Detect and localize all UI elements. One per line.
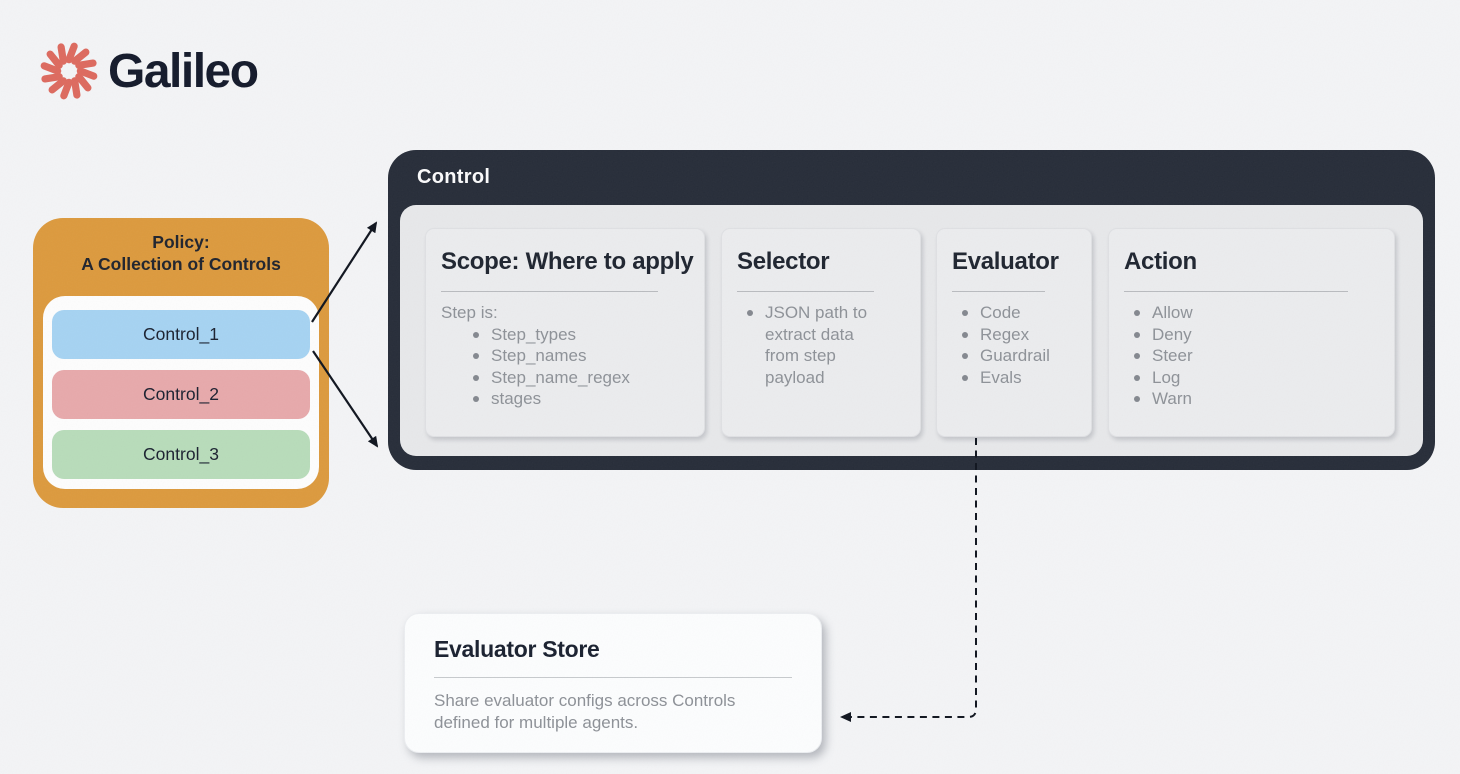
policy-title-line1: Policy: [152,232,210,252]
policy-controls-container: Control_1 Control_2 Control_3 [43,296,319,489]
action-bullet: Allow [1124,302,1384,324]
action-bullet: Deny [1124,324,1384,346]
policy-title-line2: A Collection of Controls [81,254,281,274]
control-3-label: Control_3 [143,444,219,464]
selector-card: Selector JSON path to extract data from … [721,228,921,437]
action-bullet: Log [1124,367,1384,389]
scope-intro: Step is: [441,303,498,322]
evaluator-bullet: Regex [952,324,1081,346]
control-1-label: Control_1 [143,324,219,344]
control-panel-title: Control [417,166,491,188]
dashed-arrow-evaluator-to-store [840,438,977,722]
evaluator-bullet-list: Code Regex Guardrail Evals [952,302,1081,388]
action-bullet-list: Allow Deny Steer Log Warn [1124,302,1384,410]
scope-card-divider [441,291,658,292]
evaluator-store-description: Share evaluator configs across Controls … [434,691,736,732]
control-2-label: Control_2 [143,384,219,404]
brand-wordmark: Galileo [108,44,259,98]
scope-bullet: stages [441,388,694,410]
evaluator-bullet: Code [952,302,1081,324]
scope-bullet: Step_name_regex [441,367,694,389]
policy-title: Policy: A Collection of Controls [43,231,319,275]
evaluator-bullet: Evals [952,367,1081,389]
evaluator-bullet: Guardrail [952,345,1081,367]
evaluator-card-title: Evaluator [952,248,1059,275]
selector-bullet: JSON path to extract data from step payl… [737,302,887,388]
control-2-pill: Control_2 [52,370,310,419]
selector-card-title: Selector [737,248,830,275]
scope-bullet: Step_names [441,345,694,367]
action-card-title: Action [1124,248,1197,275]
scope-bullet: Step_types [441,324,694,346]
galileo-spark-icon [36,42,102,104]
policy-box: Policy: A Collection of Controls Control… [33,218,329,508]
selector-card-divider [737,291,874,292]
action-card: Action Allow Deny Steer Log Warn [1108,228,1395,437]
galileo-logo: Galileo [36,38,259,104]
evaluator-card: Evaluator Code Regex Guardrail Evals [936,228,1092,437]
control-panel-body: Scope: Where to apply Step is: Step_type… [400,205,1423,456]
evaluator-store-box: Evaluator Store Share evaluator configs … [404,613,822,753]
action-card-divider [1124,291,1348,292]
scope-card: Scope: Where to apply Step is: Step_type… [425,228,705,437]
control-1-pill: Control_1 [52,310,310,359]
control-panel: Control Scope: Where to apply Step is: S… [388,150,1435,470]
evaluator-store-divider [434,677,792,678]
evaluator-card-divider [952,291,1045,292]
action-bullet: Steer [1124,345,1384,367]
control-3-pill: Control_3 [52,430,310,479]
scope-bullet-list: Step_types Step_names Step_name_regex st… [441,324,694,410]
selector-bullet-list: JSON path to extract data from step payl… [737,302,910,388]
scope-card-title: Scope: Where to apply [441,248,694,275]
evaluator-store-title: Evaluator Store [434,636,600,662]
action-bullet: Warn [1124,388,1384,410]
